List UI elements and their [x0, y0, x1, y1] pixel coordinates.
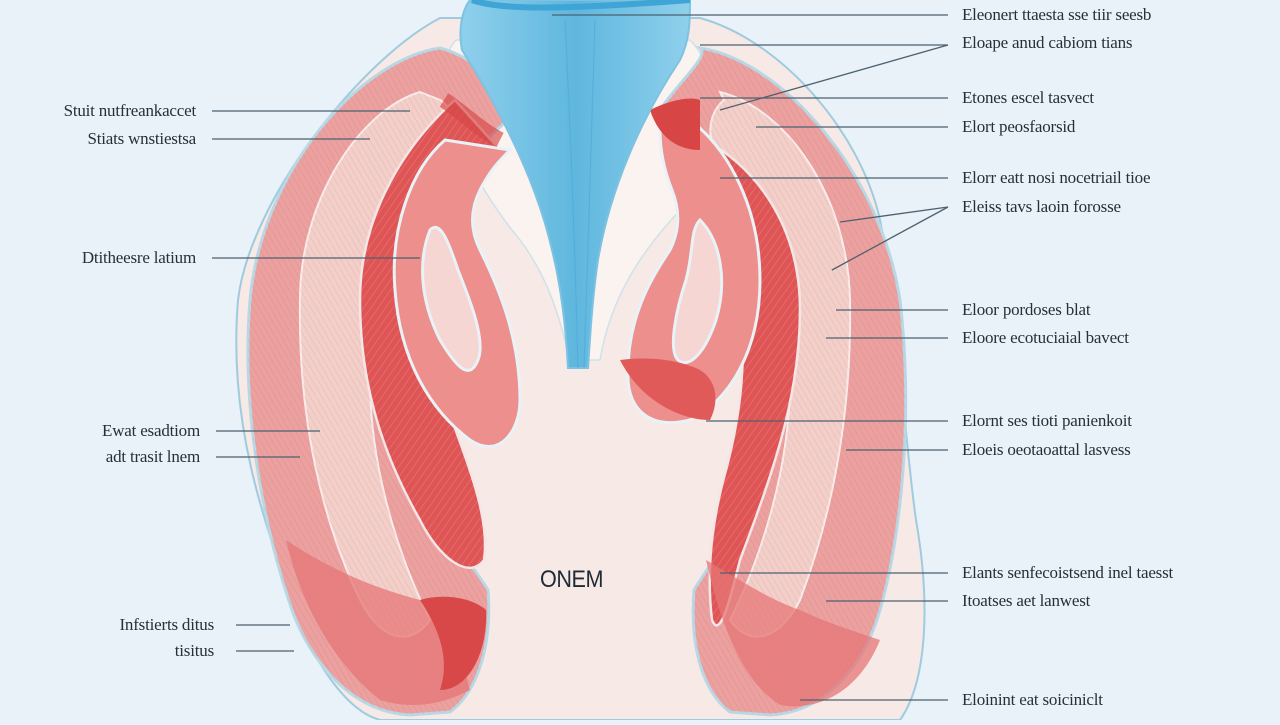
leader-lines-left: [212, 110, 420, 652]
right-label-2: Eloape anud cabiom tians: [962, 33, 1133, 52]
left-label-5: adt trasit lnem: [105, 447, 200, 466]
left-label-2: Stiats wnstiestsa: [87, 129, 196, 148]
right-label-4: Elort peosfaorsid: [962, 117, 1076, 136]
central-duct: [459, 0, 691, 369]
right-label-10: Eloeis oeotaoattal lasvess: [962, 440, 1131, 459]
left-label-7: tisitus: [174, 641, 214, 660]
right-label-5: Elorr eatt nosi nocetriail tioe: [962, 168, 1151, 187]
right-label-7: Eloor pordoses blat: [962, 300, 1091, 319]
left-label-3: Dtitheesre latium: [81, 248, 196, 267]
right-label-11: Elants senfecoistsend inel taesst: [962, 563, 1174, 582]
right-label-6: Eleiss tavs laoin forosse: [962, 197, 1121, 216]
right-label-12: Itoatses aet lanwest: [962, 591, 1091, 610]
center-label: ONEM: [540, 566, 603, 593]
right-label-3: Etones escel tasvect: [962, 88, 1094, 107]
right-lobe: [620, 45, 908, 717]
left-lobe: [246, 46, 523, 717]
left-label-1: Stuit nutfreankaccet: [63, 101, 197, 120]
left-label-4: Ewat esadtiom: [102, 421, 200, 440]
left-label-6: Infstierts ditus: [119, 615, 214, 634]
right-label-13: Eloinint eat soiciniclt: [962, 690, 1103, 709]
right-label-9: Elornt ses tioti panienkoit: [962, 411, 1132, 430]
right-label-1: Eleonert ttaesta sse tiir seesb: [962, 5, 1152, 24]
right-label-8: Eloore ecotuciaial bavect: [962, 328, 1129, 347]
leader-lines-right: [552, 14, 949, 701]
